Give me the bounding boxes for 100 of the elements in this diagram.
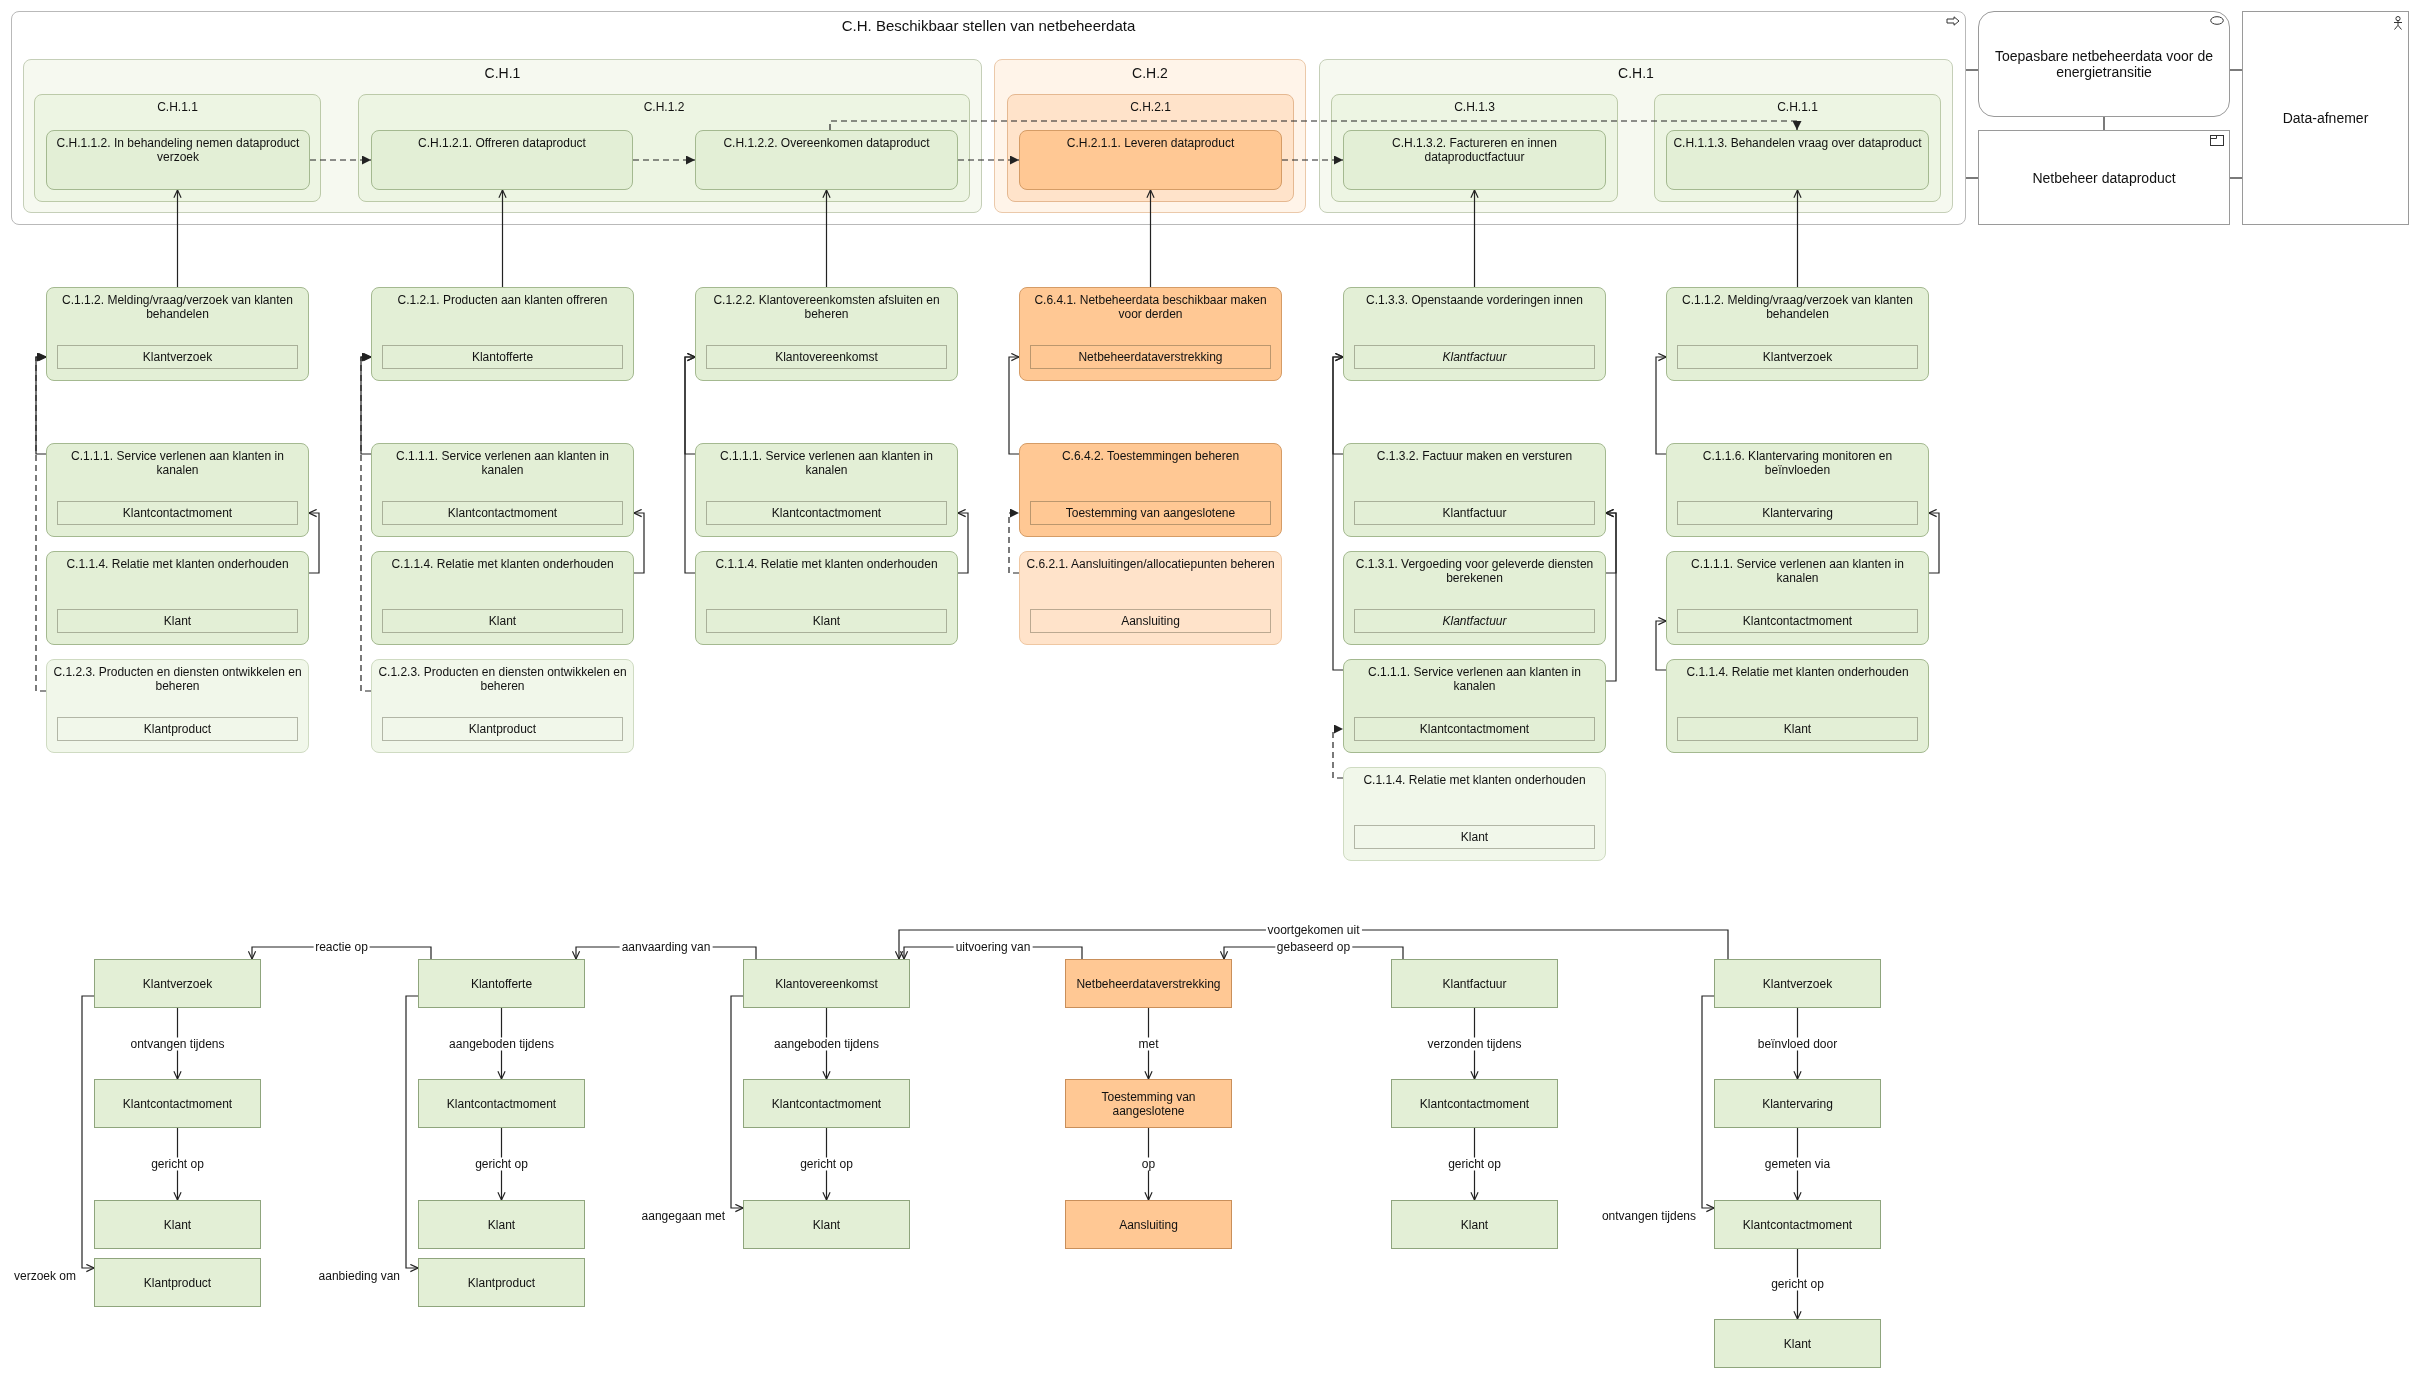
arrow bbox=[360, 352, 372, 692]
object-box bbox=[418, 1200, 585, 1249]
box-label: Klant bbox=[163, 614, 192, 628]
arrow bbox=[81, 995, 95, 1273]
object-box bbox=[94, 1258, 261, 1307]
edge-label: gericht op bbox=[798, 1157, 855, 1171]
arrow bbox=[1332, 724, 1344, 779]
box-title: C.1.1.6. Klantervaring monitoren en beïnvloeden bbox=[1701, 449, 1894, 477]
arrow bbox=[822, 189, 831, 288]
box-title: C.H.2.1.1. Leveren dataproduct bbox=[1066, 136, 1235, 150]
box-title: C.H.2.1 bbox=[1130, 100, 1171, 114]
data-object-box bbox=[1354, 609, 1595, 633]
box-title: C.1.3.3. Openstaande vorderingen innen bbox=[1366, 293, 1583, 307]
arrow bbox=[1928, 508, 1940, 574]
box-title: C.1.1.1. Service verlenen aan klanten in kanalen bbox=[1690, 557, 1905, 585]
data-object-box bbox=[1677, 501, 1918, 525]
object-box bbox=[1714, 959, 1881, 1008]
box-label: Klant bbox=[1783, 722, 1812, 736]
edge-label: met bbox=[1136, 1037, 1161, 1050]
arrow bbox=[360, 352, 372, 455]
data-object-box bbox=[706, 609, 947, 633]
box-title: C.H.1.1.3. Behandelen vraag over dataproduct bbox=[1673, 136, 1922, 150]
connector-line bbox=[2229, 177, 2243, 179]
group-box bbox=[358, 94, 970, 202]
data-object-box bbox=[57, 609, 298, 633]
data-object-box bbox=[1354, 345, 1595, 369]
data-object-box bbox=[382, 717, 623, 741]
box-title: C.H.2 bbox=[1132, 65, 1168, 81]
data-object-box bbox=[1030, 609, 1271, 633]
box-label: Klantproduct bbox=[467, 1275, 536, 1290]
edge-label: gericht op bbox=[1446, 1157, 1503, 1171]
edge-label: verzoek om bbox=[11, 1269, 78, 1283]
arrow bbox=[1655, 616, 1667, 671]
process-box bbox=[46, 443, 309, 537]
arrow bbox=[1332, 352, 1344, 671]
process-box bbox=[1019, 551, 1282, 645]
arrow bbox=[829, 120, 1802, 131]
arrow bbox=[1793, 189, 1802, 288]
box-title: C.1.2.3. Producten en diensten ontwikkelen en beheren bbox=[53, 665, 302, 693]
arrow bbox=[957, 508, 969, 574]
box-title: C.H.1 bbox=[484, 65, 521, 81]
arrow bbox=[894, 929, 1729, 960]
arrow bbox=[1008, 508, 1020, 574]
connector-line bbox=[1965, 69, 1979, 71]
box-title: C.1.1.2. Melding/vraag/verzoek van klanten behandelen bbox=[61, 293, 294, 321]
arrow bbox=[957, 155, 1020, 165]
box-label: Klantofferte bbox=[470, 976, 533, 991]
box-title: C.1.3.2. Factuur maken en versturen bbox=[1376, 449, 1573, 463]
box-title: C.H.1.1.2. In behandeling nemen dataproduct verzoek bbox=[55, 136, 301, 164]
arrow bbox=[822, 1007, 831, 1080]
box-title: C.1.1.4. Relatie met klanten onderhouden bbox=[66, 557, 289, 571]
box-title: C.1.1.1. Service verlenen aan klanten in kanalen bbox=[719, 449, 934, 477]
data-object-box bbox=[57, 501, 298, 525]
box-label: Klant bbox=[488, 614, 517, 628]
process-box bbox=[46, 551, 309, 645]
box-title: C.1.1.1. Service verlenen aan klanten in kanalen bbox=[70, 449, 285, 477]
box-title: C.H.1.3.2. Factureren en innen dataproductfactuur bbox=[1391, 136, 1558, 164]
box-title: C.H.1 bbox=[1618, 65, 1654, 81]
process-box bbox=[1019, 130, 1282, 190]
box-title: C.H.1.2.2. Overeenkomen dataproduct bbox=[723, 136, 930, 150]
arrow bbox=[1146, 189, 1155, 288]
process-box bbox=[695, 443, 958, 537]
arrow bbox=[1144, 1127, 1153, 1201]
object-box bbox=[743, 1200, 910, 1249]
actor-box bbox=[2242, 11, 2409, 225]
box-label: Klantcontactmoment bbox=[1419, 1096, 1530, 1111]
data-object-box bbox=[1677, 717, 1918, 741]
box-label: Klantcontactmoment bbox=[771, 506, 882, 520]
box-label: Klant bbox=[1460, 830, 1489, 844]
data-object-box bbox=[382, 609, 623, 633]
object-box bbox=[418, 1079, 585, 1128]
product-box bbox=[1978, 130, 2230, 225]
arrow bbox=[405, 995, 419, 1273]
arrow bbox=[633, 508, 645, 574]
arrow bbox=[632, 155, 696, 165]
edge-label: ontvangen tijdens bbox=[128, 1037, 227, 1050]
value-box bbox=[1978, 11, 2230, 117]
process-box bbox=[46, 287, 309, 381]
box-label: Klantcontactmoment bbox=[1742, 614, 1853, 628]
box-title: C.1.1.4. Relatie met klanten onderhouden bbox=[1686, 665, 1909, 679]
edge-label: gericht op bbox=[1769, 1277, 1826, 1291]
arrow bbox=[308, 508, 320, 574]
process-box bbox=[695, 551, 958, 645]
box-label: Data-afnemer bbox=[2282, 110, 2369, 126]
box-label: Klantverzoek bbox=[1762, 976, 1833, 991]
object-box bbox=[1714, 1079, 1881, 1128]
box-title: C.1.2.3. Producten en diensten ontwikkelen en beheren bbox=[378, 665, 627, 693]
data-object-box bbox=[1354, 717, 1595, 741]
process-box bbox=[1666, 551, 1929, 645]
object-box bbox=[1065, 959, 1232, 1008]
box-label: Klantofferte bbox=[471, 350, 534, 364]
data-object-box bbox=[1354, 501, 1595, 525]
data-object-box bbox=[706, 345, 947, 369]
process-box bbox=[1343, 130, 1606, 190]
object-box bbox=[418, 959, 585, 1008]
box-label: Klantproduct bbox=[468, 722, 537, 736]
edge-label: aangeboden tijdens bbox=[772, 1037, 881, 1050]
box-label: Netbeheer dataproduct bbox=[2032, 169, 2176, 186]
process-box bbox=[1666, 443, 1929, 537]
box-label: Klantervaring bbox=[1762, 1096, 1833, 1111]
